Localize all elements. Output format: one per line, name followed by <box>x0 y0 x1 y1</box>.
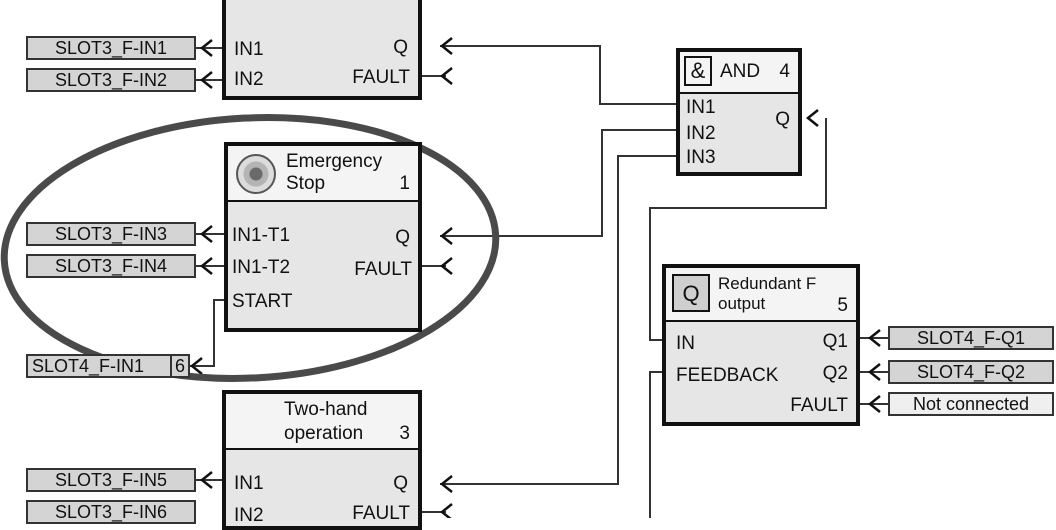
wire-start-to-slot4-in1 <box>190 299 228 367</box>
estop-title-line1: Emergency <box>286 151 383 172</box>
and-in3-label: IN3 <box>686 147 716 168</box>
tag-slot4-f-in1-number: 6 <box>170 356 188 376</box>
twohand-fault-label: FAULT <box>352 503 410 524</box>
block-two-hand-operation[interactable]: Two-hand operation 3 IN1 IN2 Q FAULT <box>222 390 422 530</box>
arrow-icon <box>189 357 203 375</box>
wire-twohand-q-to-and-in3 <box>440 155 676 485</box>
arrow-icon <box>439 37 453 55</box>
tag-slot3-f-in6: SLOT3_F-IN6 <box>26 500 196 524</box>
and-q-label: Q <box>775 109 790 130</box>
top-in2-label: IN2 <box>234 69 264 90</box>
twohand-in1-label: IN1 <box>234 473 264 494</box>
redundant-in-label: IN <box>676 333 695 354</box>
redundant-title-line1: Redundant F <box>718 274 817 293</box>
tag-slot3-f-in3: SLOT3_F-IN3 <box>26 222 196 246</box>
arrow-icon <box>805 109 819 127</box>
estop-number: 1 <box>399 173 410 194</box>
arrow-icon <box>439 227 453 245</box>
block-and[interactable]: & AND 4 IN1 IN2 IN3 Q <box>676 48 802 176</box>
and-header: & AND 4 <box>680 52 798 94</box>
top-fault-label: FAULT <box>352 67 410 88</box>
redundant-symbol: Q <box>672 274 710 312</box>
arrow-icon <box>439 257 453 275</box>
top-in1-label: IN1 <box>234 39 264 60</box>
redundant-q2-label: Q2 <box>822 363 848 384</box>
estop-fault-label: FAULT <box>354 259 412 280</box>
estop-in2-label: IN1-T2 <box>232 257 291 278</box>
tag-slot3-f-in2: SLOT3_F-IN2 <box>26 68 196 92</box>
redundant-q1-label: Q1 <box>822 331 848 352</box>
arrow-icon <box>199 471 213 489</box>
twohand-q-label: Q <box>393 473 408 494</box>
tag-slot4-f-in1-label: SLOT4_F-IN1 <box>32 356 145 376</box>
redundant-feedback-label: FEEDBACK <box>676 365 779 386</box>
wire-and-q-to-redundant-in <box>649 118 827 341</box>
top-q-label: Q <box>393 37 408 58</box>
estop-in1-label: IN1-T1 <box>232 225 291 246</box>
twohand-in2-label: IN2 <box>234 505 264 526</box>
arrow-icon <box>439 503 453 518</box>
block-emergency-stop[interactable]: Emergency Stop 1 IN1-T1 IN1-T2 START Q F… <box>224 142 422 332</box>
wire-top-q-to-and-in1 <box>440 45 676 105</box>
tag-slot4-f-in1: SLOT4_F-IN1 6 <box>26 354 190 378</box>
twohand-title-line1: Two-hand <box>284 399 368 420</box>
and-in2-label: IN2 <box>686 123 716 144</box>
arrow-icon <box>199 257 213 275</box>
redundant-header: Q Redundant F output 5 <box>666 268 856 322</box>
arrow-icon <box>439 475 453 493</box>
and-symbol: & <box>684 56 712 86</box>
block-top[interactable]: IN1 IN2 Q FAULT <box>222 0 422 100</box>
estop-header: Emergency Stop 1 <box>228 146 418 202</box>
wire-feedback <box>649 371 664 518</box>
highlight-ellipse <box>0 114 500 382</box>
redundant-title-line2: output <box>718 294 766 313</box>
estop-title-line2: Stop <box>286 173 326 194</box>
arrow-icon <box>439 67 453 85</box>
tag-slot3-f-in5: SLOT3_F-IN5 <box>26 468 196 492</box>
arrow-icon <box>867 329 881 347</box>
twohand-title-line2: operation <box>284 423 364 444</box>
redundant-number: 5 <box>837 295 848 316</box>
twohand-header: Two-hand operation 3 <box>226 394 418 450</box>
arrow-icon <box>199 39 213 57</box>
tag-not-connected: Not connected <box>888 392 1054 416</box>
and-in1-label: IN1 <box>686 97 716 118</box>
emergency-stop-icon <box>236 154 276 194</box>
and-title: AND <box>720 61 761 82</box>
arrow-icon <box>199 225 213 243</box>
estop-start-label: START <box>232 291 293 312</box>
estop-q-label: Q <box>395 227 410 248</box>
arrow-icon <box>867 395 881 413</box>
arrow-icon <box>867 363 881 381</box>
twohand-number: 3 <box>399 423 410 444</box>
tag-slot4-f-q1: SLOT4_F-Q1 <box>888 326 1054 350</box>
tag-slot4-f-q2: SLOT4_F-Q2 <box>888 360 1054 384</box>
and-number: 4 <box>779 61 790 82</box>
redundant-fault-label: FAULT <box>790 395 848 416</box>
block-redundant-f-output[interactable]: Q Redundant F output 5 IN FEEDBACK Q1 Q2… <box>662 264 860 426</box>
tag-slot3-f-in4: SLOT3_F-IN4 <box>26 254 196 278</box>
tag-slot3-f-in1: SLOT3_F-IN1 <box>26 36 196 60</box>
wire-estop-q-to-and-in2 <box>440 129 676 237</box>
arrow-icon <box>199 71 213 89</box>
